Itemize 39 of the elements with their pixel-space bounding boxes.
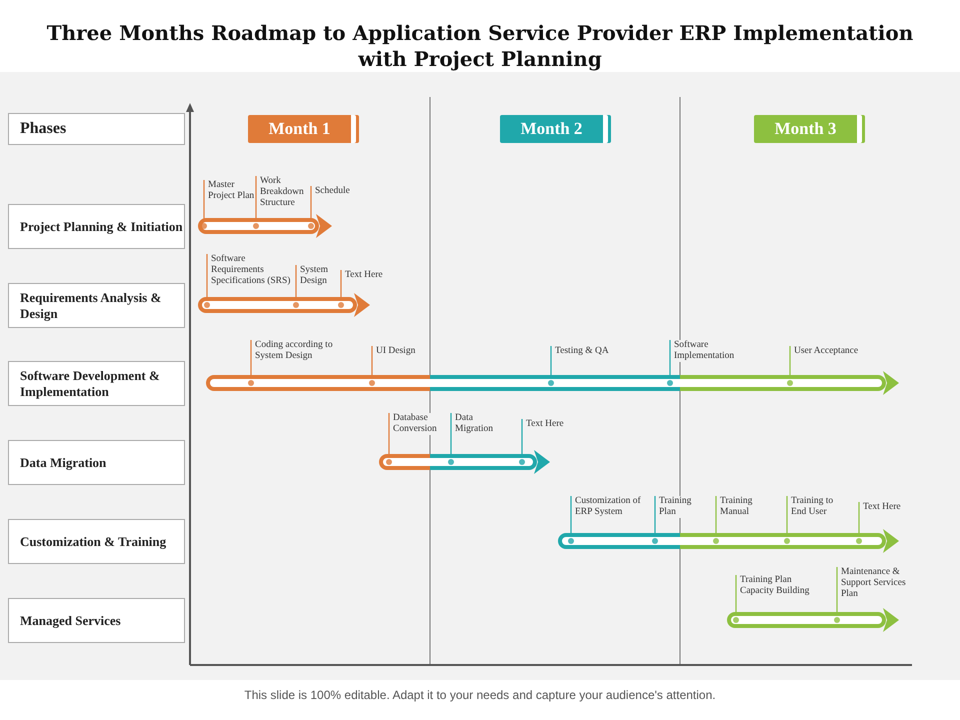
leader-line <box>388 413 390 456</box>
leader-line <box>250 340 252 377</box>
timeline-bar <box>557 527 899 555</box>
timeline-bar <box>378 448 550 476</box>
timeline-bar <box>726 606 899 634</box>
leader-line <box>295 265 297 299</box>
leader-line <box>550 346 552 377</box>
month-tab: Month 1 <box>248 115 356 143</box>
phase-box: Software Development & Implementation <box>8 361 185 406</box>
phase-box: Customization & Training <box>8 519 185 564</box>
leader-line <box>836 567 838 614</box>
month-tab: Month 2 <box>500 115 608 143</box>
leader-line <box>654 496 656 535</box>
leader-line <box>715 496 717 535</box>
leader-line <box>203 180 205 220</box>
month-tab: Month 3 <box>754 115 862 143</box>
leader-line <box>310 186 312 220</box>
leader-line <box>521 419 523 456</box>
leader-line <box>786 496 788 535</box>
timeline-bar <box>205 369 899 397</box>
leader-line <box>669 340 671 377</box>
leader-line <box>371 346 373 377</box>
phase-box: Requirements Analysis & Design <box>8 283 185 328</box>
leader-line <box>255 176 257 220</box>
title: Three Months Roadmap to Application Service Provider ERP Implementation with Project Planning <box>46 20 914 72</box>
leader-line <box>858 502 860 535</box>
leader-line <box>340 270 342 299</box>
leader-line <box>570 496 572 535</box>
leader-line <box>450 413 452 456</box>
timeline-bar <box>197 291 370 319</box>
header-box: Phases <box>8 113 185 145</box>
leader-line <box>206 254 208 299</box>
leader-line <box>789 346 791 377</box>
phase-box: Project Planning & Initiation <box>8 204 185 249</box>
caption: This slide is 100% editable. Adapt it to your needs and capture your audience's attention. <box>243 688 717 702</box>
timeline-bar <box>197 212 332 240</box>
leader-line <box>735 575 737 614</box>
phase-box: Managed Services <box>8 598 185 643</box>
phase-box: Data Migration <box>8 440 185 485</box>
